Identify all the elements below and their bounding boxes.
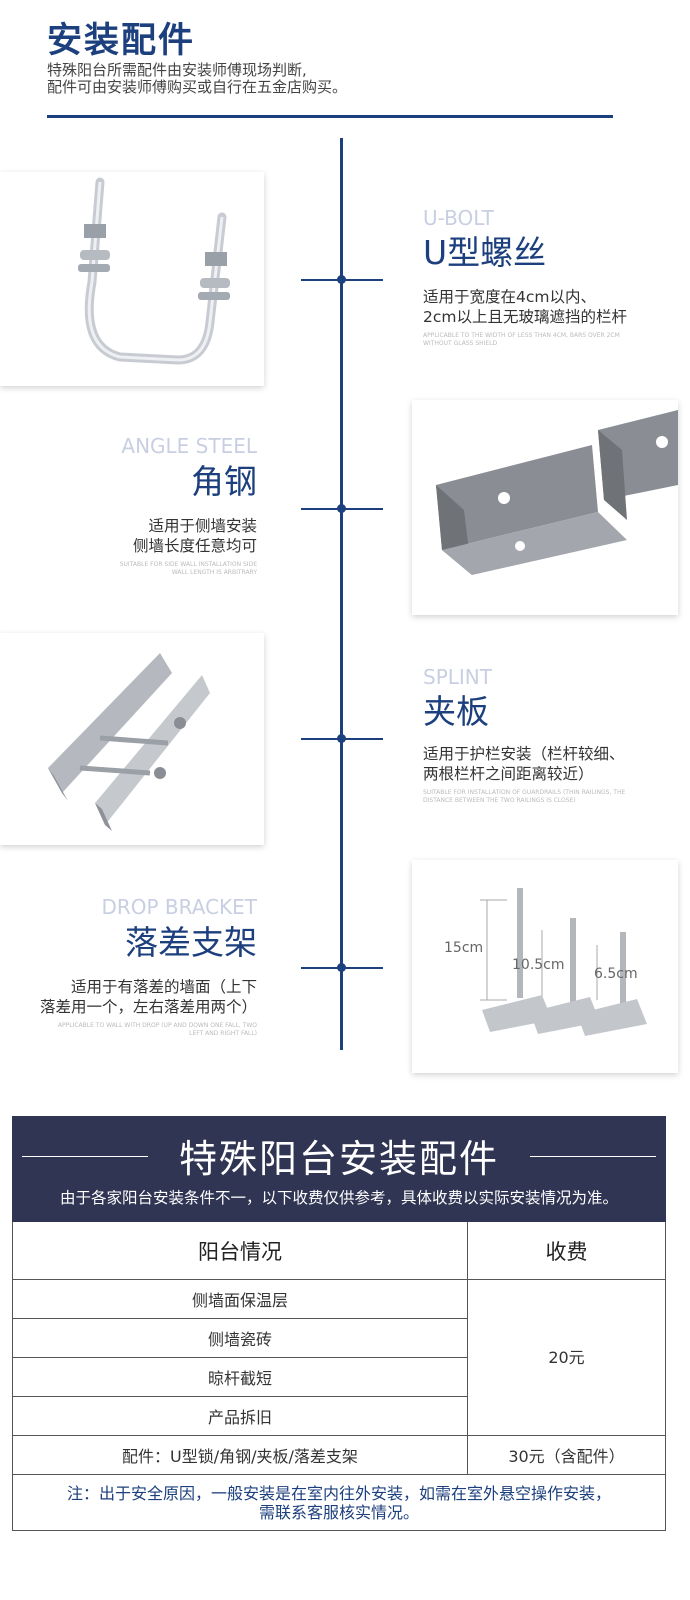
item-desc-4: 适用于有落差的墙面（上下 落差用一个，左右落差用两个）: [10, 977, 257, 1017]
table-row: 产品拆旧: [13, 1396, 665, 1435]
item-en-title-1: U-BOLT: [423, 206, 494, 230]
dim-label-10-5cm: 10.5cm: [512, 957, 565, 973]
item-small-4-line1: APPLICABLE TO WALL WITH DROP (UP AND DOW…: [57, 1022, 257, 1029]
page-title: 安装配件: [47, 21, 196, 61]
banner-line-left: [22, 1156, 148, 1157]
table-row: 晾杆截短: [13, 1357, 665, 1396]
item-small-1-line1: APPLICABLE TO THE WIDTH OF LESS THAN 4CM…: [423, 332, 620, 339]
accessories-cell: 配件：U型锁/角钢/夹板/落差支架: [13, 1436, 468, 1474]
table-header-banner: 特殊阳台安装配件 由于各家阳台安装条件不一，以下收费仅供参考，具体收费以实际安装…: [12, 1116, 666, 1222]
header-divider: [47, 115, 613, 118]
timeline-dot-4: [337, 963, 346, 972]
item-small-3-line1: SUITABLE FOR INSTALLATION OF GUARDRAILS …: [423, 789, 626, 796]
item-desc-2: 适用于侧墙安装 侧墙长度任意均可: [60, 516, 257, 556]
item-desc-1: 适用于宽度在4cm以内、 2cm以上且无玻璃遮挡的栏杆: [423, 287, 627, 327]
header-desc-line2: 配件可由安装师傅购买或自行在五金店购买。: [47, 78, 348, 96]
item-desc-3-line1: 适用于护栏安装（栏杆较细、: [423, 745, 625, 763]
table-row-accessories: 配件：U型锁/角钢/夹板/落差支架 30元（含配件）: [13, 1435, 665, 1474]
item-small-3: SUITABLE FOR INSTALLATION OF GUARDRAILS …: [423, 789, 625, 805]
timeline-dot-1: [337, 275, 346, 284]
item-desc-3-line2: 两根栏杆之间距离较近）: [423, 765, 594, 783]
col-header-fee: 收费: [545, 1239, 588, 1264]
u-bolt-image: [0, 172, 264, 386]
merged-fee-cell: 20元: [468, 1280, 665, 1432]
item-cn-title-2: 角钢: [191, 462, 257, 501]
note-line2: 需联系客服核实情况。: [258, 1503, 419, 1522]
item-small-3-line2: DISTANCE BETWEEN THE TWO RAILINGS IS CLO…: [423, 797, 576, 804]
item-cn-title-1: U型螺丝: [423, 233, 547, 272]
table-row: 侧墙瓷砖: [13, 1318, 665, 1357]
table-cell: 侧墙面保温层: [13, 1280, 468, 1318]
accessories-fee-cell: 30元（含配件）: [508, 1447, 625, 1466]
header-description: 特殊阳台所需配件由安装师傅现场判断, 配件可由安装师傅购买或自行在五金店购买。: [47, 62, 467, 96]
table-cell: 侧墙瓷砖: [13, 1319, 468, 1357]
timeline-line: [340, 138, 343, 1050]
item-small-4-line2: LEFT AND RIGHT FALL): [189, 1030, 257, 1037]
item-desc-4-line1: 适用于有落差的墙面（上下: [70, 978, 257, 996]
item-desc-4-line2: 落差用一个，左右落差用两个）: [39, 998, 257, 1016]
item-small-2-line1: SUITABLE FOR SIDE WALL INSTALLATION SIDE: [119, 561, 257, 568]
note-line1: 注：出于安全原因，一般安装是在室内往外安装，如需在室外悬空操作安装，: [66, 1484, 611, 1503]
table-row: 侧墙面保温层: [13, 1279, 665, 1318]
item-en-title-3: SPLINT: [423, 665, 492, 689]
timeline-dot-2: [337, 504, 346, 513]
item-desc-1-line1: 适用于宽度在4cm以内、: [423, 288, 596, 306]
angle-steel-image: [412, 400, 678, 615]
table-cell: 产品拆旧: [13, 1397, 468, 1435]
col-header-situation: 阳台情况: [13, 1222, 468, 1279]
item-desc-3: 适用于护栏安装（栏杆较细、 两根栏杆之间距离较近）: [423, 744, 625, 784]
item-small-1-line2: WITHOUT GLASS SHIELD: [423, 340, 498, 347]
item-small-2: SUITABLE FOR SIDE WALL INSTALLATION SIDE…: [40, 561, 257, 577]
table-note: 注：出于安全原因，一般安装是在室内往外安装，如需在室外悬空操作安装， 需联系客服…: [13, 1474, 665, 1530]
item-en-title-2: ANGLE STEEL: [121, 434, 257, 458]
item-en-title-4: DROP BRACKET: [101, 895, 257, 919]
timeline-dot-3: [337, 734, 346, 743]
banner-line-right: [530, 1156, 656, 1157]
item-cn-title-3: 夹板: [423, 692, 489, 731]
header-desc-line1: 特殊阳台所需配件由安装师傅现场判断,: [47, 61, 307, 79]
splint-image: [0, 633, 264, 845]
table-cell: 晾杆截短: [13, 1358, 468, 1396]
dim-label-15cm: 15cm: [444, 940, 483, 956]
item-desc-2-line1: 适用于侧墙安装: [148, 517, 257, 535]
item-small-1: APPLICABLE TO THE WIDTH OF LESS THAN 4CM…: [423, 332, 620, 348]
table-subtitle: 由于各家阳台安装条件不一，以下收费仅供参考，具体收费以实际安装情况为准。: [59, 1189, 618, 1207]
item-small-4: APPLICABLE TO WALL WITH DROP (UP AND DOW…: [30, 1022, 257, 1038]
item-desc-1-line2: 2cm以上且无玻璃遮挡的栏杆: [423, 308, 627, 326]
table-header-row: 阳台情况 收费: [13, 1222, 665, 1279]
drop-bracket-image: 15cm 10.5cm 6.5cm: [412, 860, 678, 1073]
dim-label-6-5cm: 6.5cm: [594, 966, 638, 982]
table-title: 特殊阳台安装配件: [178, 1137, 499, 1181]
item-desc-2-line2: 侧墙长度任意均可: [132, 537, 257, 555]
fee-table: 阳台情况 收费 侧墙面保温层 侧墙瓷砖 晾杆截短 产品拆旧 配件：U型锁/角钢/…: [12, 1222, 666, 1531]
item-cn-title-4: 落差支架: [125, 923, 257, 962]
item-small-2-line2: WALL LENGTH IS ARBITRARY: [171, 569, 257, 576]
dimension-lines: [480, 899, 598, 1001]
